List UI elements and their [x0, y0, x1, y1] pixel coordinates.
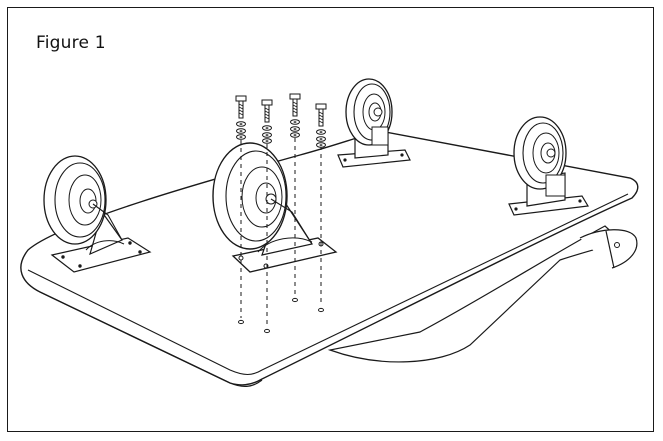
- bolt-4: [315, 103, 327, 148]
- bolt-3: [289, 93, 301, 138]
- caster-front-center: [212, 142, 338, 273]
- caster-front-left: [43, 155, 152, 273]
- deck-panel: [20, 130, 639, 387]
- caster-rear-left: [337, 78, 411, 168]
- caster-rear-right: [508, 116, 589, 216]
- bolt-2: [261, 99, 273, 144]
- figure-title: Figure 1: [36, 33, 106, 53]
- mounting-holes: [238, 297, 324, 334]
- alignment-lines: [240, 138, 322, 326]
- deck-skirt: [327, 225, 638, 363]
- bolt-1: [235, 95, 247, 140]
